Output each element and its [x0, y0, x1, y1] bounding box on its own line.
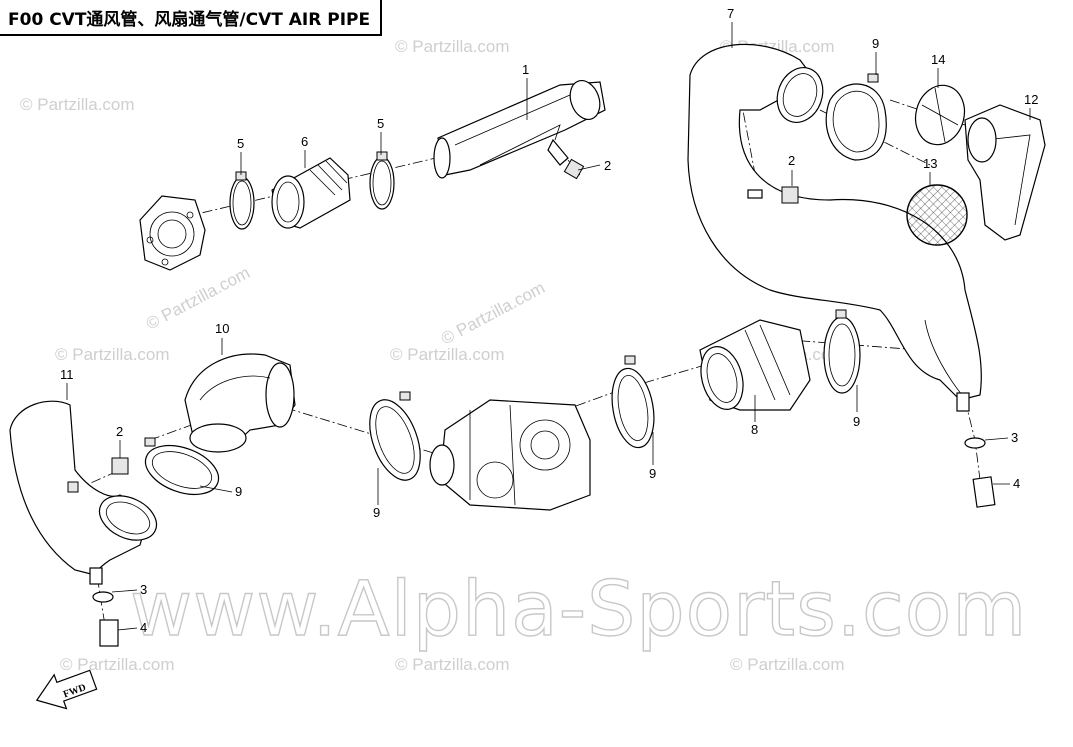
watermark-alpha-sports: www.Alpha-Sports.com [130, 564, 1027, 653]
callout-9: 9 [853, 414, 860, 429]
watermark-partzilla: © Partzilla.com [143, 263, 253, 334]
part-9-clamp-case [369, 391, 421, 481]
callout-2: 2 [116, 424, 123, 439]
callout-9: 9 [373, 505, 380, 520]
part-3-clip-right [964, 437, 986, 449]
callout-4: 4 [140, 620, 147, 635]
callout-5: 5 [377, 116, 384, 131]
watermark-partzilla: © Partzilla.com [390, 345, 505, 364]
watermark-partzilla: © Partzilla.com [438, 278, 548, 349]
callout-11: 11 [60, 367, 74, 382]
part-10-elbow [184, 353, 296, 453]
part-5-clamp-left [229, 171, 255, 230]
callout-6: 6 [301, 134, 308, 149]
part-7-main-pipe [687, 43, 982, 412]
callout-4: 4 [1013, 476, 1020, 491]
part-2-grommet-right [747, 186, 799, 204]
part-9-clamp-right [823, 309, 861, 394]
callout-labels: 1 2 2 2 3 3 4 4 5 5 6 7 8 9 9 9 9 9 10 1… [60, 6, 1038, 635]
part-14-filter-cap [914, 84, 966, 146]
callout-9: 9 [649, 466, 656, 481]
part-2-grommet-upper [563, 158, 585, 180]
watermark-partzilla: © Partzilla.com [20, 95, 135, 114]
callout-2: 2 [788, 153, 795, 168]
callout-5: 5 [237, 136, 244, 151]
part-9-clamp-center [611, 355, 655, 449]
watermark-partzilla: © Partzilla.com [60, 655, 175, 674]
part-9-clamp-left [144, 437, 220, 496]
leader-lines [66, 22, 1031, 631]
part-4-cap-left [99, 619, 119, 647]
watermark-partzilla: © Partzilla.com [730, 655, 845, 674]
part-1-intake-pipe [433, 80, 606, 179]
part-5-clamp-right [369, 151, 395, 210]
part-2-grommet-left [111, 457, 129, 475]
callout-7: 7 [727, 6, 734, 21]
callout-1: 1 [522, 62, 529, 77]
part-4-cap-right [972, 476, 996, 508]
callout-2: 2 [604, 158, 611, 173]
part-11-duct [9, 400, 158, 585]
callout-8: 8 [751, 422, 758, 437]
watermark-partzilla: © Partzilla.com [55, 345, 170, 364]
part-13-mesh-screen [906, 184, 968, 246]
part-12-fan-duct [964, 104, 1046, 241]
callout-10: 10 [215, 321, 229, 336]
callout-12: 12 [1024, 92, 1038, 107]
diagram-title: F00 CVT通风管、风扇通气管/CVT AIR PIPE [0, 0, 383, 36]
part-3-clip-left [92, 591, 114, 603]
callout-13: 13 [923, 156, 937, 171]
cvt-case-center [429, 399, 591, 511]
watermark-partzilla: © Partzilla.com [395, 37, 510, 56]
part-9-clamp-upper [825, 73, 887, 161]
callout-9: 9 [235, 484, 242, 499]
callout-14: 14 [931, 52, 945, 67]
callout-3: 3 [1011, 430, 1018, 445]
part-8-coupler [699, 319, 811, 411]
cvt-housing-upper [139, 195, 206, 271]
callout-3: 3 [140, 582, 147, 597]
callout-9: 9 [872, 36, 879, 51]
watermark-partzilla: © Partzilla.com [395, 655, 510, 674]
part-6-coupler [271, 157, 351, 229]
